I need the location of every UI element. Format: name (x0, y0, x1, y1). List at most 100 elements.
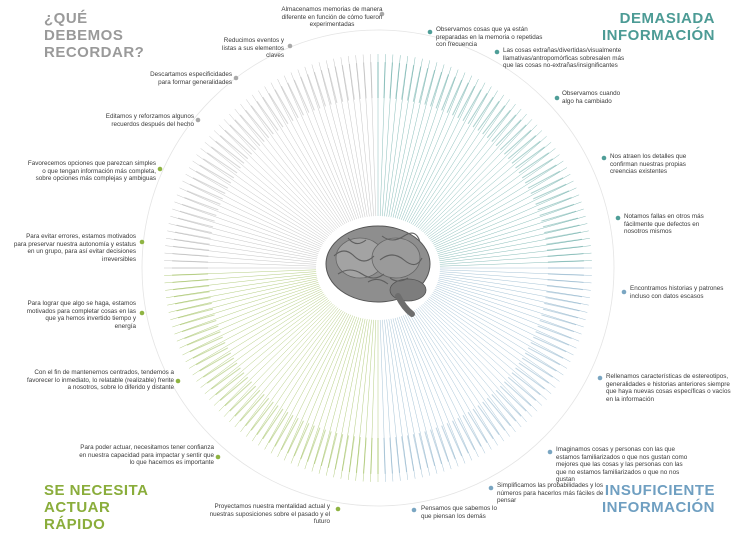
spoke (277, 313, 350, 458)
brain-stem (395, 293, 415, 317)
bias-label-stub (181, 320, 217, 333)
bias-label-stub (224, 129, 253, 155)
bias-label-stub (395, 437, 401, 473)
bias-label-stub (250, 105, 274, 135)
bias-label-stub (320, 69, 332, 105)
spoke (326, 60, 364, 218)
bias-label-stub (537, 197, 572, 211)
spoke (166, 275, 317, 299)
spoke (234, 306, 337, 428)
bias-label-stub (327, 67, 338, 104)
corner-title-top-right: DEMASIADA INFORMACIÓN (602, 10, 715, 44)
spoke (196, 295, 326, 382)
bias-label-stub (341, 435, 350, 471)
spoke (428, 142, 552, 238)
bias-label-stub (229, 385, 257, 412)
bias-label-stub (173, 245, 209, 251)
spoke (439, 273, 591, 291)
spoke (164, 269, 317, 276)
bias-label-stub (287, 82, 304, 116)
spoke (431, 293, 564, 376)
bias-label-stub (250, 401, 274, 431)
spoke (436, 194, 580, 251)
spoke (179, 287, 321, 349)
bias-label-stub (239, 114, 265, 143)
bias-label-stub (457, 85, 476, 119)
spoke (176, 194, 320, 251)
bias-label-stub (547, 285, 583, 291)
bias-label-stub (430, 71, 443, 107)
spoke (223, 303, 334, 417)
bias-label-stub (452, 420, 469, 454)
group-dot (175, 378, 181, 384)
group-note-g12: Para poder actuar, necesitamos tener con… (79, 444, 214, 467)
spoke (192, 160, 325, 243)
spoke (297, 69, 355, 220)
bias-label-stub (535, 331, 570, 346)
spoke (419, 306, 522, 428)
spoke (277, 78, 350, 223)
spoke (264, 311, 346, 450)
bias-label-stub (446, 423, 463, 457)
bias-label-stub (547, 279, 584, 283)
spoke (384, 319, 401, 481)
group-dot (547, 449, 553, 455)
spoke (432, 167, 568, 244)
spoke (423, 124, 538, 234)
spoke (223, 119, 334, 233)
bias-label-stub (389, 437, 393, 474)
spoke (429, 148, 556, 240)
spoke (204, 298, 328, 394)
spoke (436, 201, 582, 253)
bias-label-stub (234, 389, 261, 417)
bias-label-stub (203, 158, 235, 179)
spoke (240, 103, 339, 229)
spoke (439, 271, 592, 284)
group-note-g20: Almacenamos memorias de manera diferente… (281, 6, 383, 29)
bias-label-stub (441, 76, 456, 111)
spoke (410, 86, 492, 225)
spoke (229, 113, 336, 231)
spoke (396, 317, 445, 472)
bias-label-stub (293, 79, 310, 113)
spoke (168, 278, 318, 313)
bias-label-stub (383, 437, 386, 474)
spoke (394, 62, 438, 219)
spoke (209, 136, 330, 237)
spoke (414, 309, 504, 442)
spoke (362, 54, 374, 217)
bias-label-stub (173, 291, 210, 298)
spoke (179, 187, 321, 249)
bias-label-stub (287, 420, 304, 454)
bias-label-stub (395, 63, 401, 99)
bias-label-stub (184, 197, 219, 211)
spoke (430, 154, 560, 241)
bias-label-stub (435, 427, 449, 462)
bias-label-stub (486, 397, 511, 427)
group-note-g6: Encontramos historias y patrones incluso… (630, 285, 724, 300)
spoke (174, 283, 320, 335)
spoke (213, 301, 331, 406)
spoke (384, 55, 401, 217)
bias-label-stub (320, 431, 332, 467)
brain-fold (389, 277, 409, 282)
group-note-g8: Imaginamos cosas y personas con las que … (556, 446, 688, 484)
spoke (164, 252, 317, 265)
group-dot (335, 506, 341, 512)
bias-label-stub (179, 314, 215, 326)
bias-label-stub (530, 342, 564, 359)
bias-label-stub (446, 79, 463, 113)
spoke (340, 57, 368, 217)
bias-label-stub (524, 164, 557, 184)
bias-label-stub (355, 437, 361, 473)
brain-fold (347, 237, 367, 245)
group-dot (597, 375, 603, 381)
group-dot (411, 507, 417, 513)
group-dot (379, 11, 385, 17)
spoke (412, 90, 498, 226)
bias-label-stub (482, 401, 506, 431)
wheel-rings (141, 29, 615, 507)
spoke (419, 108, 522, 230)
bias-label-stub (457, 417, 476, 451)
group-note-g15: Para evitar errores, estamos motivados p… (13, 233, 136, 263)
